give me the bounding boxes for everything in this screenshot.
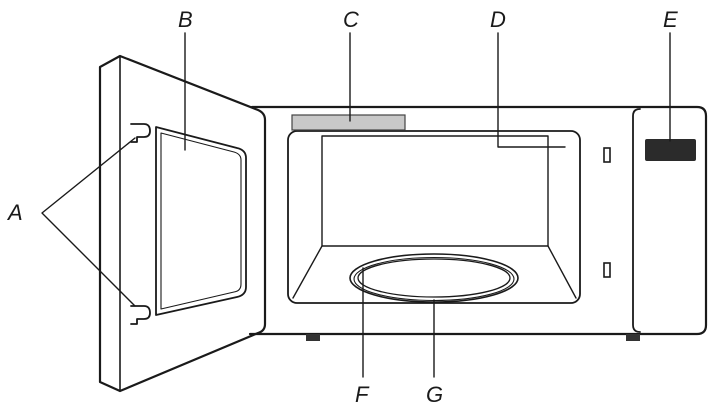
turntable-ring	[349, 253, 519, 303]
oven-cavity	[287, 130, 581, 304]
label-g: G	[426, 382, 443, 407]
rotating-support	[353, 256, 515, 302]
interlock-slot-upper	[603, 147, 611, 163]
door	[98, 54, 267, 393]
display-panel	[645, 139, 696, 161]
label-a: A	[6, 200, 23, 225]
door-latch-lower	[130, 305, 151, 325]
label-e: E	[663, 7, 678, 32]
label-b: B	[178, 7, 193, 32]
turntable-ring-inner	[357, 258, 511, 298]
foot-right	[626, 334, 640, 341]
floor-edge-right	[547, 245, 577, 299]
waveguide-cover	[291, 114, 406, 131]
foot-left	[306, 334, 320, 341]
interlock-slot-lower	[603, 262, 611, 278]
label-f: F	[355, 382, 370, 407]
label-c: C	[343, 7, 359, 32]
control-panel	[632, 108, 641, 333]
callout-d	[497, 32, 566, 148]
door-window	[155, 126, 247, 316]
callout-a	[41, 137, 136, 307]
door-latch-upper	[130, 123, 151, 143]
cavity-back-wall	[321, 135, 549, 247]
floor-edge-left	[292, 245, 323, 299]
label-d: D	[490, 7, 506, 32]
microwave-body	[248, 105, 708, 336]
door-window-inner	[160, 132, 242, 310]
